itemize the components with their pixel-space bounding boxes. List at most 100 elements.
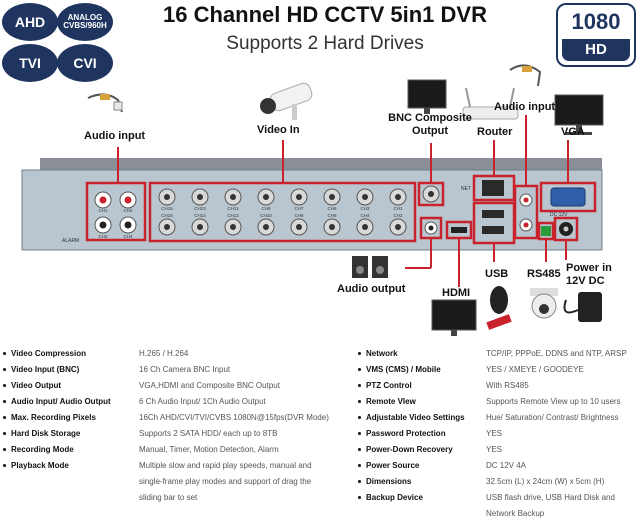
bullet-icon: [3, 464, 6, 468]
video-in-label: Video In: [257, 124, 300, 136]
hd-text: HD: [562, 39, 630, 61]
spec-row: Max. Recording Pixels 16Ch AHD/CVI/TVI/CV…: [3, 410, 348, 426]
power-adapter-icon: [563, 292, 602, 322]
spec-row: Hard Disk Storage Supports 2 SATA HDD/ ea…: [3, 426, 348, 442]
spec-value: TCP/IP, PPPoE, DDNS and NTP, ARSP: [486, 349, 627, 358]
usb-mouse-icon: [486, 286, 512, 330]
channel-label: CH12: [227, 213, 239, 218]
audio-input-left-label: Audio input: [84, 130, 146, 142]
spec-key: Audio Input/ Audio Output: [3, 394, 111, 410]
spec-row: Dimensions 32.5cm (L) x 24cm (W) x 5cm (H…: [358, 474, 640, 490]
dvr-connection-diagram: CH15CH16CH13CH14CH11CH12CH9CH10CH7CH8CH5…: [21, 64, 604, 336]
spec-value: With RS485: [486, 381, 529, 390]
channel-label: CH16: [161, 213, 173, 218]
bullet-icon: [358, 416, 361, 420]
spec-row: Remote VIew Supports Remote View up to 10…: [358, 394, 640, 410]
spec-value: 16Ch AHD/CVI/TVI/CVBS 1080N@15fps(DVR Mo…: [139, 413, 329, 422]
bullet-icon: [358, 400, 361, 404]
specs-right: Network TCP/IP, PPPoE, DDNS and NTP, ARSP…: [358, 346, 640, 522]
spec-key: Dimensions: [358, 474, 411, 490]
router-icon: [462, 87, 519, 120]
spec-key: Hard Disk Storage: [3, 426, 80, 442]
spec-value: YES: [486, 445, 503, 454]
vga-label: VGA: [561, 126, 585, 138]
bullet-icon: [3, 400, 6, 404]
spec-value: 32.5cm (L) x 24cm (W) x 5cm (H): [486, 477, 605, 486]
bullet-icon: [358, 432, 361, 436]
bullet-camera-icon: [260, 82, 313, 120]
spec-row: Network TCP/IP, PPPoE, DDNS and NTP, ARSP: [358, 346, 640, 362]
audio-output-label: Audio output: [337, 283, 406, 295]
bullet-icon: [3, 416, 6, 420]
audio-jacks-box: [85, 181, 147, 242]
spec-value: single-frame play modes and support of d…: [139, 477, 312, 486]
spec-row: single-frame play modes and support of d…: [3, 474, 348, 490]
bullet-icon: [3, 432, 6, 436]
page-title: 16 Channel HD CCTV 5in1 DVR: [163, 2, 487, 27]
spec-key: Power Source: [358, 458, 419, 474]
bnc-pin: [362, 224, 368, 230]
spec-row: sliding bar to set: [3, 490, 348, 506]
1080-hd-badge: 1080 HD: [556, 3, 636, 67]
spec-key: Power-Down Recovery: [358, 442, 453, 458]
channel-label: CH9: [261, 206, 270, 211]
bnc-pin: [263, 194, 269, 200]
bnc-pin: [263, 224, 269, 230]
bullet-icon: [358, 384, 361, 388]
spec-value: YES / XMEYE / GOODEYE: [486, 365, 584, 374]
spec-key: Max. Recording Pixels: [3, 410, 96, 426]
spec-key: Playback Mode: [3, 458, 69, 474]
vga-monitor-icon: [554, 94, 604, 135]
bnc-pin: [362, 194, 368, 200]
hd-number: 1080: [571, 9, 621, 34]
spec-row: Power Source DC 12V 4A: [358, 458, 640, 474]
channel-label: CH7: [294, 206, 303, 211]
spec-value: YES: [486, 429, 503, 438]
bnc-pin: [164, 224, 170, 230]
net-label: NET: [461, 186, 471, 192]
spec-value: Supports 2 SATA HDD/ each up to 8TB: [139, 429, 278, 438]
bnc-pin: [197, 194, 203, 200]
channel-label: CH4: [360, 213, 369, 218]
spec-key: Network: [358, 346, 398, 362]
power-in-label: Power in 12V DC: [566, 262, 612, 287]
bnc-pin: [197, 224, 203, 230]
router-label: Router: [477, 126, 513, 138]
spec-value: DC 12V 4A: [486, 461, 527, 470]
bullet-icon: [358, 448, 361, 452]
channel-label: CH14: [194, 213, 206, 218]
speakers-icon: [352, 256, 388, 278]
dc-label: DC 12V: [550, 212, 568, 218]
bnc-pin: [395, 194, 401, 200]
channel-label: CH11: [227, 206, 239, 211]
spec-key: Remote VIew: [358, 394, 416, 410]
bnc-pin: [230, 194, 236, 200]
spec-value: Supports Remote View up to 10 users: [486, 397, 621, 406]
audio-channel-label: CH4: [123, 234, 132, 239]
audio-channel-label: CH3: [98, 234, 107, 239]
bnc-pin: [230, 224, 236, 230]
audio-input-right-label: Audio input: [494, 101, 556, 113]
spec-key: Video Input (BNC): [3, 362, 79, 378]
spec-value: Manual, Timer, Motion Detection, Alarm: [139, 445, 279, 454]
usb-label: USB: [485, 268, 509, 280]
bullet-icon: [3, 384, 6, 388]
bullet-icon: [358, 480, 361, 484]
bnc-pin: [296, 224, 302, 230]
analog-badge: ANALOG CVBS/960H: [57, 3, 113, 41]
spec-key: Video Compression: [3, 346, 86, 362]
channel-label: CH8: [294, 213, 303, 218]
channel-label: CH13: [194, 206, 206, 211]
spec-value: 16 Ch Camera BNC Input: [139, 365, 231, 374]
leader-lines: [117, 115, 569, 287]
audio-channel-label: CH2: [123, 208, 132, 213]
bullet-icon: [3, 368, 6, 372]
bullet-icon: [358, 496, 361, 500]
